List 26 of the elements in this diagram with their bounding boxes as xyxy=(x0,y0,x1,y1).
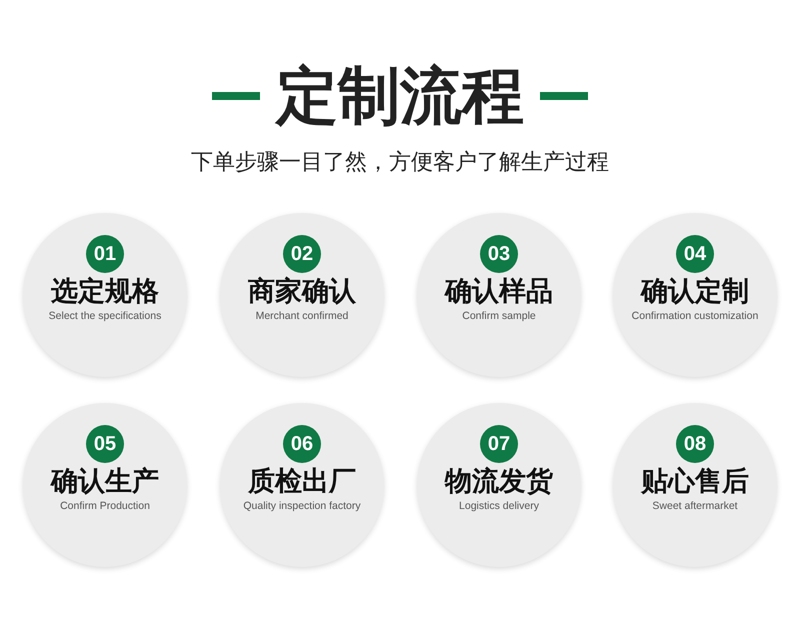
step-number-badge: 02 xyxy=(283,235,321,273)
step-number-badge: 03 xyxy=(480,235,518,273)
step-number-badge: 07 xyxy=(480,425,518,463)
step-title: 选定规格 xyxy=(51,275,159,309)
step-subtitle: Quality inspection factory xyxy=(243,499,361,513)
step-number-badge: 06 xyxy=(283,425,321,463)
step-title: 确认生产 xyxy=(51,465,159,499)
step-subtitle: Select the specifications xyxy=(48,309,162,323)
step-subtitle: Confirm Production xyxy=(60,499,150,513)
step-subtitle: Logistics delivery xyxy=(459,499,539,513)
step-title: 贴心售后 xyxy=(641,465,749,499)
step-title: 物流发货 xyxy=(445,465,553,499)
subtitle: 下单步骤一目了然，方便客户了解生产过程 xyxy=(190,149,610,177)
step-number-badge: 04 xyxy=(676,235,714,273)
step-title: 质检出厂 xyxy=(248,465,356,499)
step-subtitle: Merchant confirmed xyxy=(256,309,348,323)
step-number-badge: 08 xyxy=(676,425,714,463)
step-subtitle: Sweet aftermarket xyxy=(652,499,738,513)
title: 定制流程 xyxy=(276,58,524,134)
step-title: 商家确认 xyxy=(248,275,356,309)
step-title: 确认定制 xyxy=(641,275,749,309)
step-number-badge: 05 xyxy=(86,425,124,463)
step-subtitle: Confirmation customization xyxy=(632,309,758,323)
step-number-badge: 01 xyxy=(86,235,124,273)
step-subtitle: Confirm sample xyxy=(462,309,536,323)
step-title: 确认样品 xyxy=(445,275,553,309)
